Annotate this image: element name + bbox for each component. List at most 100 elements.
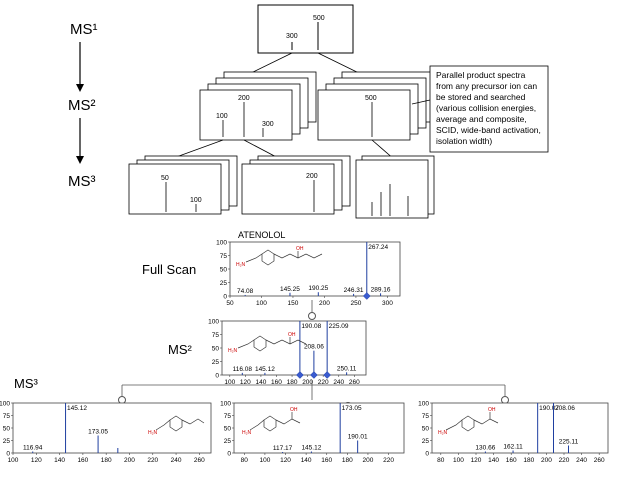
svg-text:H₂N: H₂N bbox=[228, 348, 238, 354]
full_scan-peak-label: 145.25 bbox=[280, 286, 300, 293]
ms3_b-peak-label: 117.17 bbox=[273, 445, 293, 452]
level-label-ms1: MS¹ bbox=[70, 21, 98, 38]
note-line-6: SCID, wide-band activation, bbox=[436, 125, 541, 135]
ms3_c-ytick-label: 100 bbox=[418, 401, 429, 408]
svg-text:H₂N: H₂N bbox=[148, 430, 158, 436]
ms3_b-ytick-label: 25 bbox=[224, 438, 232, 445]
node-ms2-ms3c bbox=[501, 396, 509, 404]
ms2-peak-label: 208.06 bbox=[304, 344, 324, 351]
full_scan-peak-label: 190.25 bbox=[308, 285, 328, 292]
ms3_b-xtick-label: 140 bbox=[301, 457, 312, 464]
ms2-xtick-label: 120 bbox=[240, 379, 251, 386]
full_scan-peak-label: 267.24 bbox=[368, 244, 388, 251]
ms2-xtick-label: 260 bbox=[349, 379, 360, 386]
full_scan-xtick-label: 200 bbox=[319, 300, 330, 307]
ms3_c-xtick-label: 200 bbox=[541, 457, 552, 464]
molecule-structure-fullscan: H₂N OH bbox=[236, 246, 323, 268]
note-line-3: be stored and searched bbox=[436, 92, 526, 102]
ms3_c-xtick-label: 80 bbox=[437, 457, 445, 464]
full_scan-precursor-marker bbox=[362, 292, 371, 300]
full_scan-frame bbox=[229, 241, 401, 297]
full_scan-ytick-label: 25 bbox=[220, 280, 228, 287]
ms3_a-xtick-label: 260 bbox=[194, 457, 205, 464]
full_scan-ytick-label: 0 bbox=[223, 294, 227, 301]
level-label-ms2: MS² bbox=[68, 97, 96, 114]
full_scan-ytick-label: 50 bbox=[220, 267, 228, 274]
note-line-5: average and composite, bbox=[436, 114, 527, 124]
ms3_b-xtick-label: 160 bbox=[321, 457, 332, 464]
ms3_c-xtick-label: 180 bbox=[523, 457, 534, 464]
ms3_c-ytick-label: 50 bbox=[422, 426, 430, 433]
ms3_a-xtick-label: 160 bbox=[77, 457, 88, 464]
ms3_b-xtick-label: 120 bbox=[280, 457, 291, 464]
ms2-ytick-label: 25 bbox=[212, 359, 220, 366]
svg-text:H₂N: H₂N bbox=[438, 430, 448, 436]
ms3_c-xtick-label: 260 bbox=[594, 457, 605, 464]
ms2-peak-label: 116.08 bbox=[233, 366, 253, 373]
ms3_c-peak-label: 208.06 bbox=[555, 405, 575, 412]
ms3_a-ytick-label: 0 bbox=[6, 451, 10, 458]
ms3_b-xtick-label: 80 bbox=[241, 457, 249, 464]
ms3_c-frame bbox=[431, 402, 609, 454]
ms2-ytick-label: 0 bbox=[215, 373, 219, 380]
ms3-peak-label-100: 100 bbox=[190, 197, 202, 204]
ms3_c-xtick-label: 100 bbox=[453, 457, 464, 464]
ms2-peak-label: 145.12 bbox=[255, 366, 275, 373]
ms3_b-ytick-label: 0 bbox=[227, 451, 231, 458]
ms3_c-xtick-label: 240 bbox=[576, 457, 587, 464]
ms3_b-frame bbox=[233, 402, 405, 454]
ms3_a-xtick-label: 100 bbox=[8, 457, 19, 464]
note-line-4: (various collision energies, bbox=[436, 103, 536, 113]
ms2-right-stack bbox=[317, 71, 435, 141]
full_scan-peak-label: 74.08 bbox=[237, 288, 254, 295]
top-tree: MS¹ MS² MS³ 300 500 bbox=[68, 4, 549, 219]
compound-title: ATENOLOL bbox=[238, 230, 285, 240]
ms3_b-peak-label: 145.12 bbox=[301, 445, 321, 452]
ms2-xtick-label: 200 bbox=[302, 379, 313, 386]
ms3_b-ytick-label: 50 bbox=[224, 426, 232, 433]
ms3_a-peak-label: 145.12 bbox=[67, 405, 87, 412]
full_scan-ytick-label: 100 bbox=[216, 240, 227, 247]
ms3_b-ytick-label: 75 bbox=[224, 413, 232, 420]
ms3_b-xtick-label: 200 bbox=[363, 457, 374, 464]
ms3_c-xtick-label: 140 bbox=[488, 457, 499, 464]
ms2-xtick-label: 100 bbox=[224, 379, 235, 386]
ms3_a-ytick-label: 25 bbox=[3, 438, 11, 445]
ms2-ytick-label: 50 bbox=[212, 346, 220, 353]
ms2-left-stack bbox=[199, 71, 317, 141]
full_scan-peak-label: 246.31 bbox=[344, 287, 364, 294]
ms3_c-xtick-label: 120 bbox=[471, 457, 482, 464]
ms2-ytick-label: 100 bbox=[208, 319, 219, 326]
ms3_a-ytick-label: 50 bbox=[3, 426, 11, 433]
ms2-level-label: MS² bbox=[168, 342, 193, 357]
ms3_c-peak-label: 130.66 bbox=[475, 445, 495, 452]
molecule-structure-ms3a: H₂N bbox=[148, 415, 205, 436]
ms3-left-stack bbox=[128, 155, 238, 215]
full_scan-ytick-label: 75 bbox=[220, 253, 228, 260]
ms3_c-peak-label: 162.11 bbox=[503, 444, 523, 451]
ms3_b-xtick-label: 180 bbox=[342, 457, 353, 464]
svg-text:OH: OH bbox=[488, 407, 496, 413]
ms3_b-xtick-label: 100 bbox=[259, 457, 270, 464]
ms2-precursor-marker bbox=[323, 371, 332, 379]
ms2-xtick-label: 140 bbox=[255, 379, 266, 386]
molecule-structure-ms3c: H₂N OH bbox=[438, 407, 499, 436]
ms3_a-xtick-label: 220 bbox=[147, 457, 158, 464]
level-arrows bbox=[76, 42, 84, 164]
ms2-peak-label: 190.08 bbox=[301, 323, 321, 330]
note-line-2: from any precursor ion can bbox=[436, 81, 537, 91]
ms2-peak-label: 225.09 bbox=[329, 323, 349, 330]
full-scan-label: Full Scan bbox=[142, 262, 196, 277]
full_scan-xtick-label: 300 bbox=[382, 300, 393, 307]
ms2-precursor-marker bbox=[310, 371, 318, 379]
ms2-peak-label-100: 100 bbox=[216, 113, 228, 120]
ms2-peak-label-300: 300 bbox=[262, 121, 274, 128]
ms3_c-ytick-label: 75 bbox=[422, 413, 430, 420]
ms3_b-ytick-label: 100 bbox=[220, 401, 231, 408]
ms2-xtick-label: 180 bbox=[287, 379, 298, 386]
svg-text:OH: OH bbox=[296, 246, 304, 252]
